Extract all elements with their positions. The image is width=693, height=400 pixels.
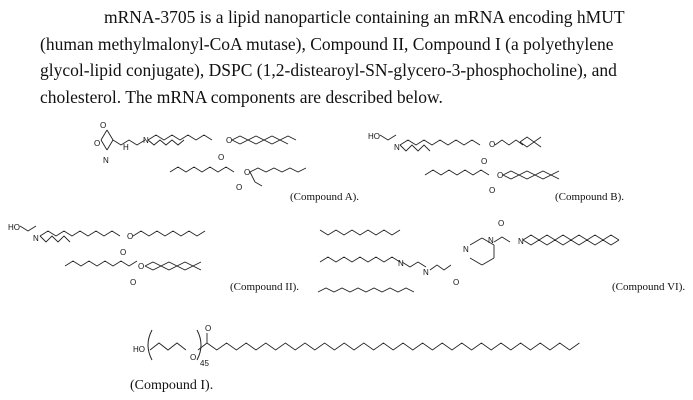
bond-chain: [169, 166, 235, 173]
bond: [481, 237, 495, 246]
atom-label: O: [489, 140, 495, 149]
atom-label: H: [123, 143, 129, 152]
bond: [469, 237, 483, 246]
bond-chain: [112, 139, 146, 146]
atom-label: O: [453, 278, 459, 287]
bond-chain: [399, 139, 481, 146]
bond: [106, 139, 114, 151]
bond-chain: [144, 265, 202, 271]
atom-label: O: [120, 248, 126, 257]
bond-chain: [249, 167, 307, 173]
atom-label: O: [226, 136, 232, 145]
bond-chain: [231, 135, 297, 141]
bond-chain: [519, 141, 542, 148]
bond-chain: [429, 264, 452, 271]
atom-label: N: [423, 268, 429, 277]
paragraph-line: (human methylmalonyl-CoA mutase), Compou…: [40, 33, 614, 54]
bond-chain: [494, 139, 524, 146]
atom-label: O: [138, 262, 144, 271]
intro-paragraph: mRNA-3705 is a lipid nanoparticle contai…: [40, 4, 680, 110]
compound-vi-caption: (Compound VI).: [612, 281, 686, 293]
repeat-bracket-open: [147, 329, 153, 361]
compound-a-caption: (Compound A).: [290, 191, 360, 203]
repeat-bracket-close: [196, 329, 202, 361]
bond-chain: [39, 230, 121, 237]
atom-label: O: [218, 153, 224, 162]
atom-label: O: [489, 186, 495, 195]
atom-label: N: [394, 143, 400, 152]
paragraph-line: cholesterol. The mRNA components are des…: [40, 86, 443, 107]
atom-label: O: [94, 139, 100, 148]
bond: [481, 257, 495, 266]
atom-label: O: [236, 183, 242, 192]
bond: [100, 139, 108, 151]
atom-label: O: [497, 171, 503, 180]
bond-chain: [319, 256, 401, 263]
compound-b-caption: (Compound B).: [555, 191, 625, 203]
bond-chain: [149, 342, 187, 351]
bond-chain: [502, 174, 560, 180]
bond-chain: [379, 134, 397, 141]
bond-chain: [493, 236, 511, 243]
compound-i-caption: (Compound I).: [130, 378, 214, 393]
bond-chain: [424, 169, 490, 176]
bond-chain: [147, 134, 213, 141]
atom-label: O: [481, 157, 487, 166]
atom-label: HO: [8, 223, 20, 232]
atom-label: N: [33, 234, 39, 243]
bond-chain: [197, 342, 208, 351]
paragraph-line: glycol-lipid conjugate), DSPC (1,2-diste…: [40, 60, 617, 80]
bond-chain: [39, 235, 71, 243]
hydroxyl-label: HO: [133, 345, 145, 354]
bond-chain: [144, 261, 202, 267]
paragraph-line: mRNA-3705 is a lipid nanoparticle contai…: [104, 7, 625, 27]
bond-chain: [206, 342, 580, 351]
atom-label: O: [130, 278, 136, 287]
bond: [106, 129, 114, 141]
atom-label: O: [244, 168, 250, 177]
bond-chain: [64, 260, 138, 267]
atom-label: N: [103, 156, 109, 165]
bond-chain: [19, 225, 37, 232]
atom-label: O: [205, 324, 211, 333]
atom-label: N: [143, 136, 149, 145]
atom-label: N: [518, 237, 524, 246]
atom-label: O: [127, 232, 133, 241]
atom-label: N: [488, 236, 494, 245]
atom-label: N: [398, 259, 404, 268]
bond-chain: [319, 229, 401, 236]
atom-label: O: [190, 353, 196, 362]
bond-chain: [522, 239, 620, 246]
bond-chain: [522, 234, 620, 241]
atom-label: N: [463, 245, 469, 254]
atom-label: O: [498, 219, 504, 228]
bond-chain: [317, 287, 415, 293]
bond-chain: [231, 139, 289, 145]
bond: [469, 257, 483, 266]
compound-ii-caption: (Compound II).: [230, 281, 300, 293]
bond-chain: [502, 170, 560, 176]
bond-chain: [399, 144, 431, 152]
bond: [100, 129, 108, 141]
bond: [249, 171, 256, 183]
bond-chain: [132, 230, 206, 237]
atom-label: O: [100, 121, 106, 130]
atom-label: HO: [368, 132, 380, 141]
bond-chain: [401, 261, 427, 268]
bond: [254, 181, 263, 187]
bond-chain: [147, 139, 185, 146]
repeat-count-label: 45: [200, 359, 209, 368]
bond-chain: [519, 136, 542, 143]
